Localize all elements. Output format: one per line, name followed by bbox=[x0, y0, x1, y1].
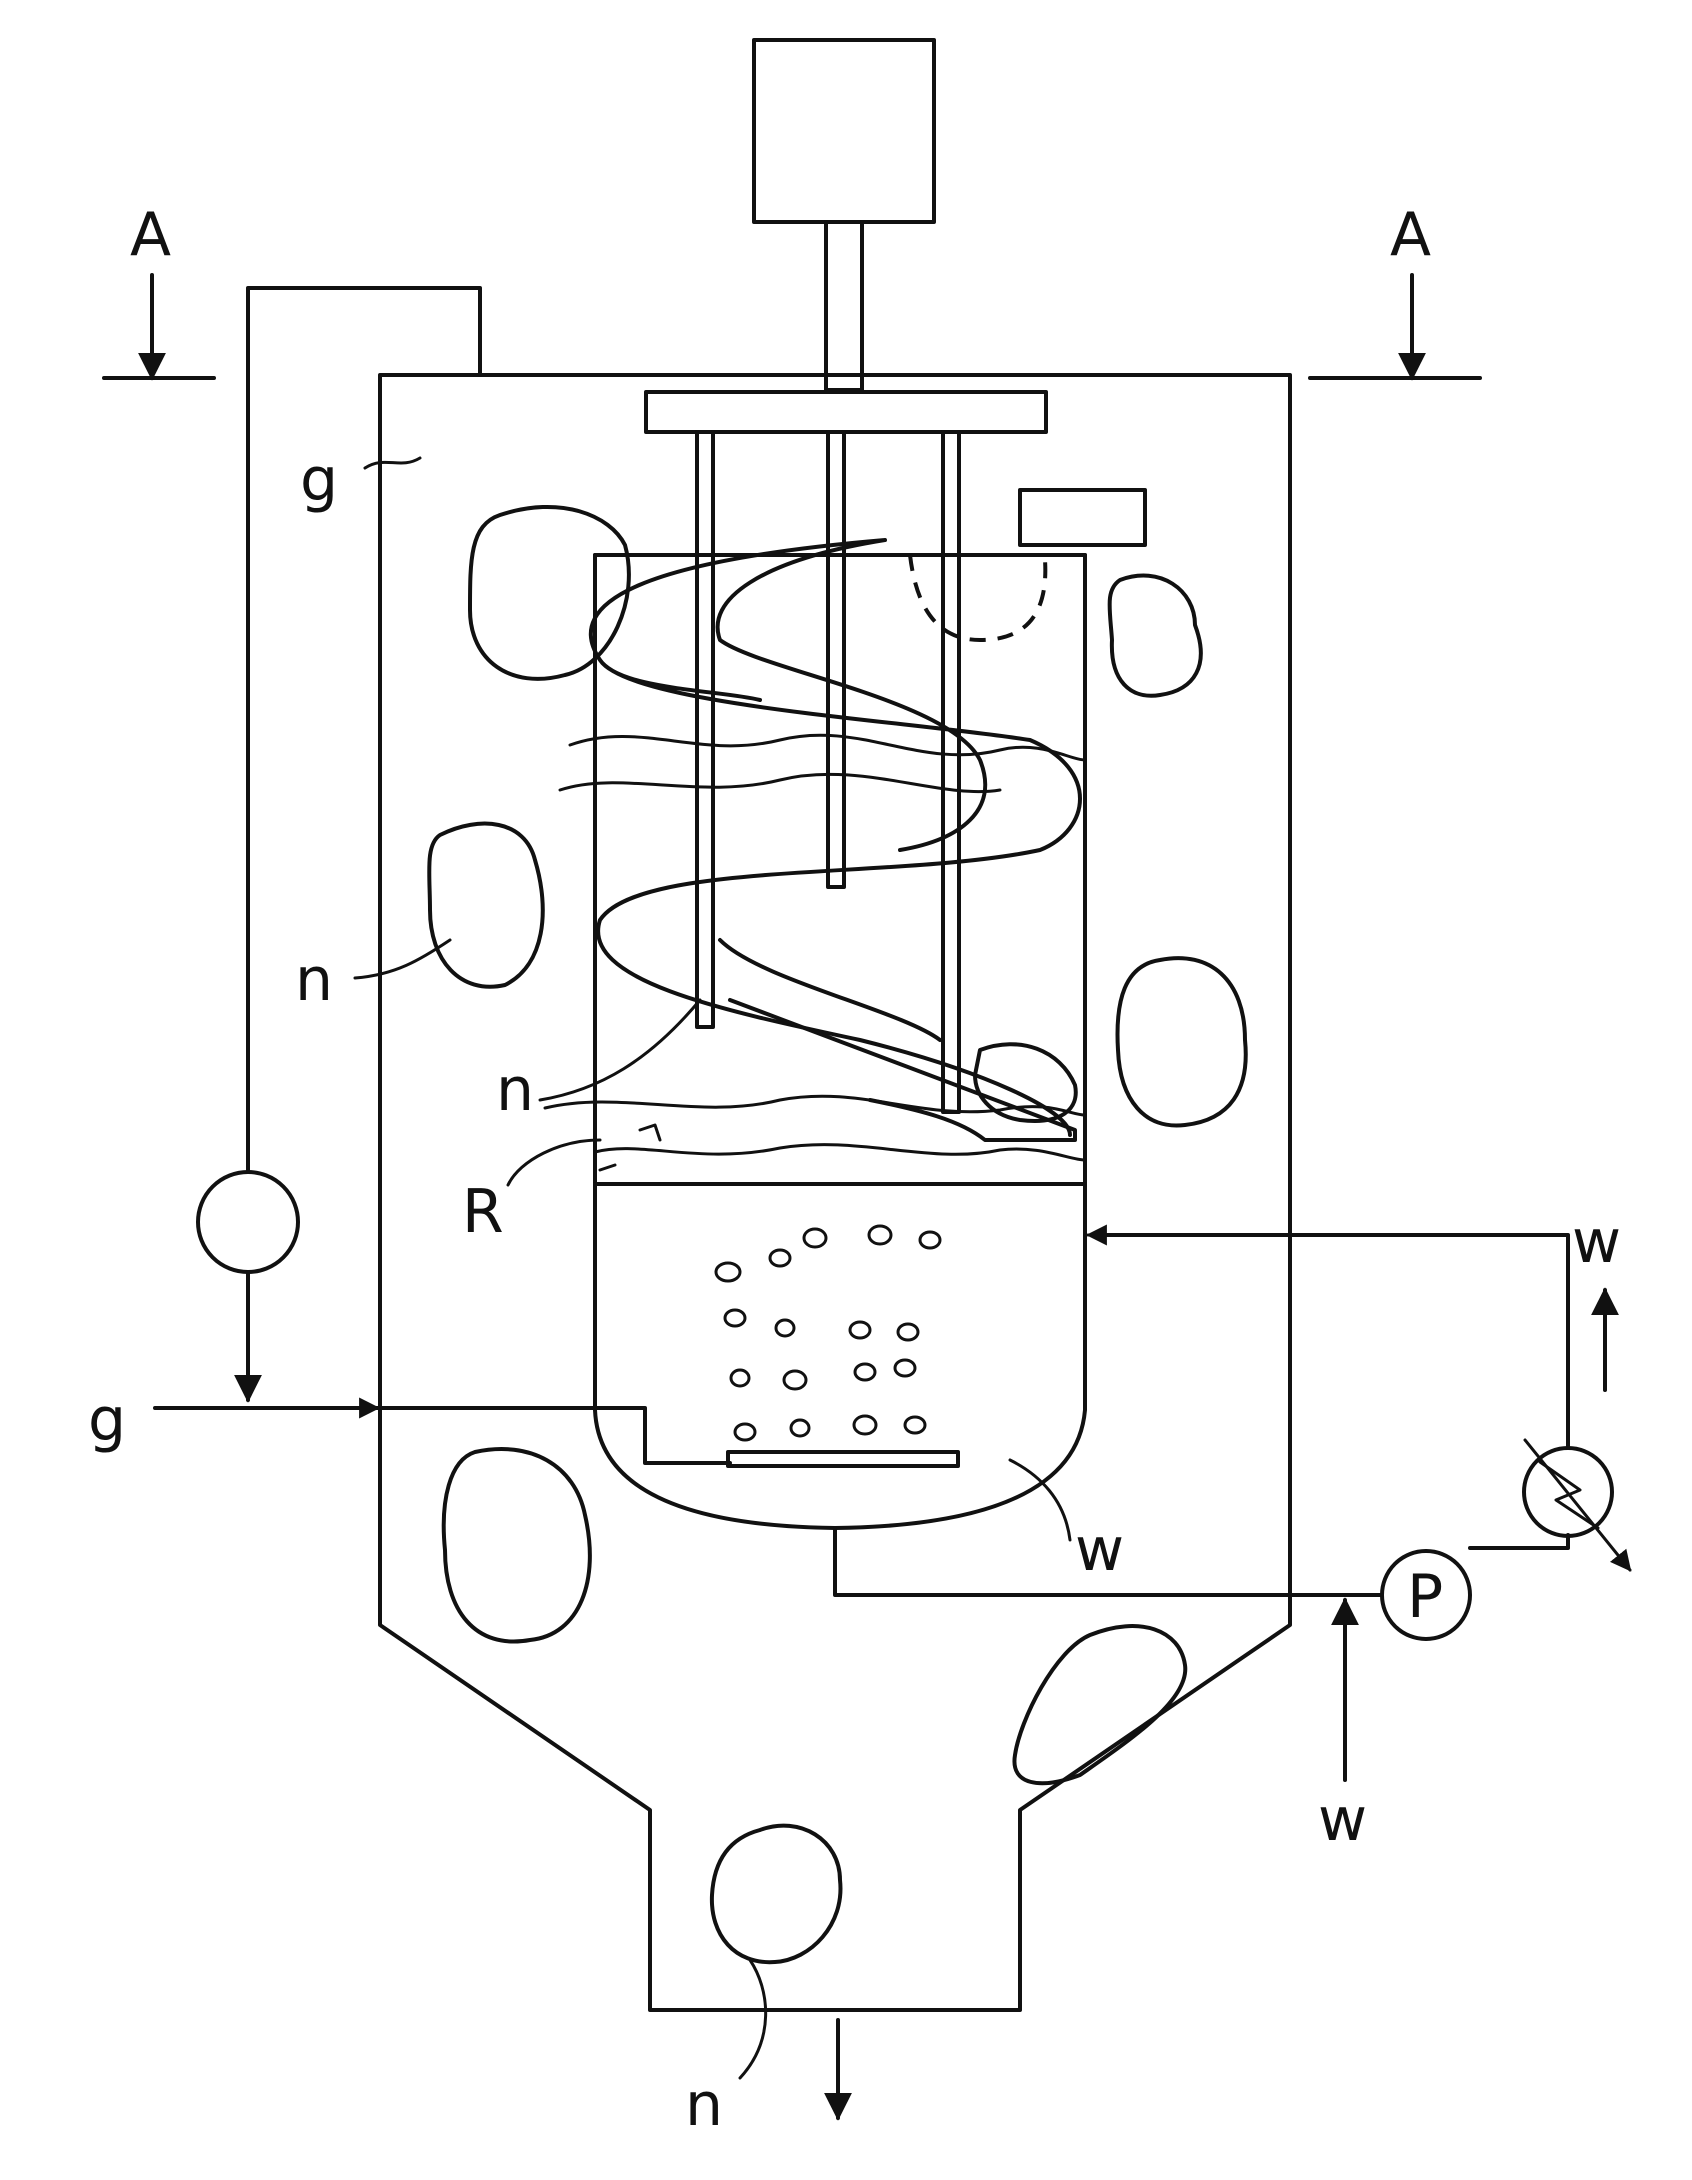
nodule-top-right bbox=[1107, 573, 1203, 698]
label-nodule-left: n bbox=[295, 945, 333, 1015]
gas-inlet-pipe bbox=[153, 1406, 732, 1465]
pump-circle bbox=[1380, 1549, 1472, 1641]
nodule-lower-left bbox=[441, 1447, 592, 1644]
top-plate bbox=[644, 390, 1048, 434]
foam-lines bbox=[543, 733, 1087, 1172]
label-gas-inlet: g bbox=[88, 1385, 126, 1455]
label-section-right: A bbox=[1390, 200, 1431, 270]
nodule-inner-lump bbox=[973, 1042, 1078, 1123]
agitator-rod-center bbox=[826, 430, 846, 889]
label-section-left: A bbox=[130, 200, 171, 270]
outer-vessel bbox=[378, 373, 1292, 2012]
agitator-rod-left bbox=[695, 430, 715, 1029]
water-to-cooler bbox=[1468, 1533, 1570, 1550]
sparger-plate bbox=[726, 1450, 960, 1468]
water-feed-pipe bbox=[1098, 1233, 1570, 1450]
label-water-inlet: w bbox=[1318, 1785, 1367, 1855]
label-reaction-layer: R bbox=[462, 1177, 504, 1247]
nodule-top-left bbox=[468, 505, 631, 681]
bubbles bbox=[714, 1224, 942, 1442]
section-line-right bbox=[1308, 273, 1482, 381]
water-return-pipe bbox=[833, 1526, 1384, 1597]
gas-recirculation-pipe bbox=[246, 286, 482, 1172]
leader-lines bbox=[353, 456, 1072, 2080]
motor-box bbox=[752, 38, 936, 224]
label-water-right: w bbox=[1572, 1207, 1621, 1277]
overflow-box bbox=[1018, 488, 1147, 547]
label-gas-top: g bbox=[300, 445, 338, 515]
blower-circle bbox=[196, 1170, 300, 1274]
nodule-outlet bbox=[709, 1823, 843, 1965]
nodule-mid-left bbox=[427, 821, 545, 989]
nodules bbox=[427, 505, 1248, 1965]
label-nodule-inner: n bbox=[496, 1055, 534, 1125]
helical-ribbon bbox=[588, 538, 1082, 1137]
agitator-rod-right bbox=[941, 430, 961, 1114]
nodule-lower-right bbox=[1012, 1624, 1188, 1786]
label-nodule-outlet: n bbox=[685, 2070, 723, 2140]
dashed-outlet bbox=[908, 554, 1048, 643]
section-line-left bbox=[102, 273, 216, 381]
label-pump: P bbox=[1407, 1562, 1443, 1632]
nodule-mid-right bbox=[1115, 956, 1248, 1128]
drive-shaft bbox=[824, 220, 864, 392]
label-water-inner: w bbox=[1075, 1515, 1124, 1585]
